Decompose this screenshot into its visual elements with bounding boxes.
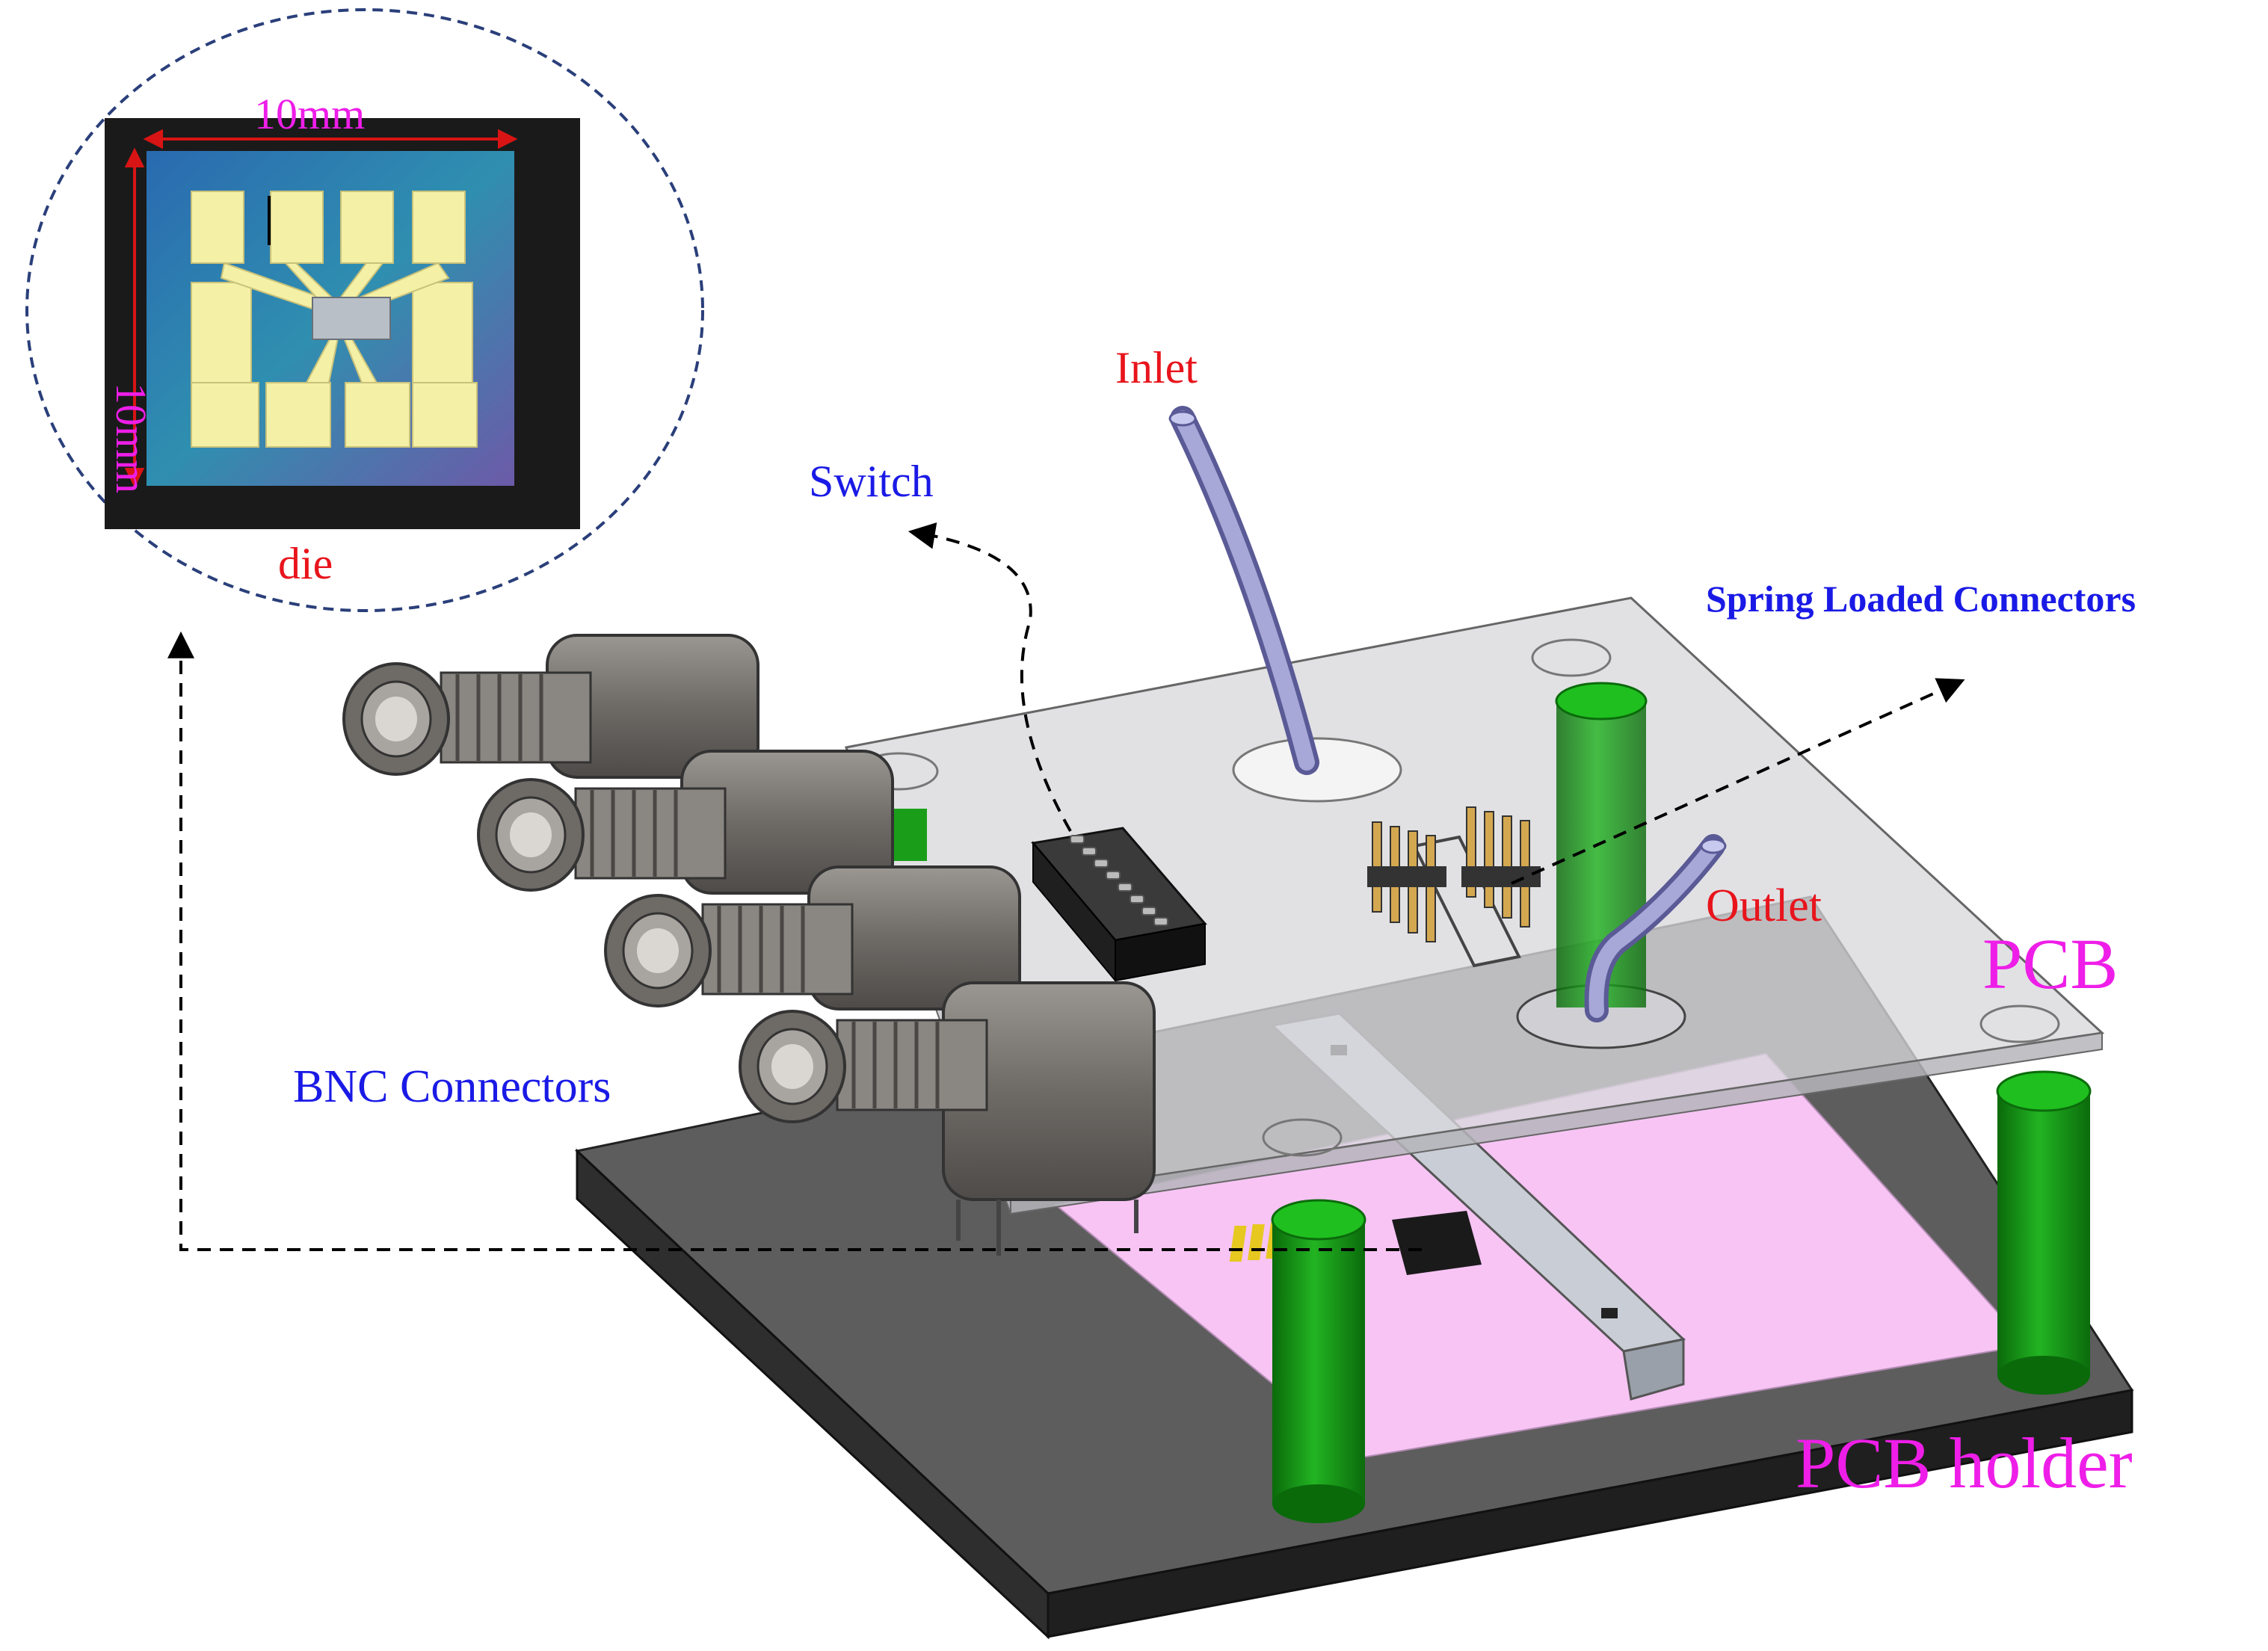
inlet-hole (1232, 737, 1402, 803)
die-callout-arrow (167, 631, 1422, 1251)
outlet-label: Outlet (1706, 880, 1822, 931)
pcb-hole (1979, 1005, 2060, 1043)
bnc-connector-2 (477, 750, 894, 895)
switch-callout-arrow (907, 522, 1072, 832)
green-post-front-left (1271, 1199, 1366, 1523)
bnc-connector-4 (739, 981, 1156, 1256)
pogo-pin-group-left (1367, 821, 1446, 942)
green-post-back-right (1996, 1070, 2092, 1395)
inlet-tube (1168, 406, 1319, 775)
pcb-hole (1531, 638, 1612, 677)
die-inset (25, 8, 704, 612)
bnc-connector-1 (342, 634, 759, 779)
outlet-tube (1584, 834, 1727, 1022)
holder-right-face (1047, 1389, 2133, 1638)
spring-connectors (1367, 806, 1541, 968)
bnc-connectors (342, 634, 1156, 1256)
dim-horizontal-label: 10mm (254, 90, 365, 138)
pogo-pin-group-right (1461, 806, 1541, 928)
holder-label: PCB holder (1796, 1423, 2133, 1503)
die-sensor-area (312, 297, 391, 340)
switch-label: Switch (809, 457, 934, 506)
spring-label: Spring Loaded Connectors (1706, 578, 2136, 620)
callout-arrows (167, 522, 1965, 1251)
inlet-label: Inlet (1115, 343, 1198, 392)
spring-callout-arrow (1511, 678, 1965, 885)
pcb-hole (1262, 1118, 1343, 1157)
die-inset-circle (25, 8, 704, 612)
bnc-label: BNC Connectors (293, 1061, 611, 1112)
dimension-lines (124, 129, 518, 488)
dip-switch (1031, 827, 1207, 983)
pcb-label: PCB (1982, 924, 2118, 1004)
dim-vertical-label: 10mm (107, 383, 155, 493)
bnc-connector-3 (604, 865, 1021, 1010)
labels: Inlet Switch Spring Loaded Connectors Ou… (107, 90, 2136, 1503)
die-label: die (278, 539, 333, 588)
